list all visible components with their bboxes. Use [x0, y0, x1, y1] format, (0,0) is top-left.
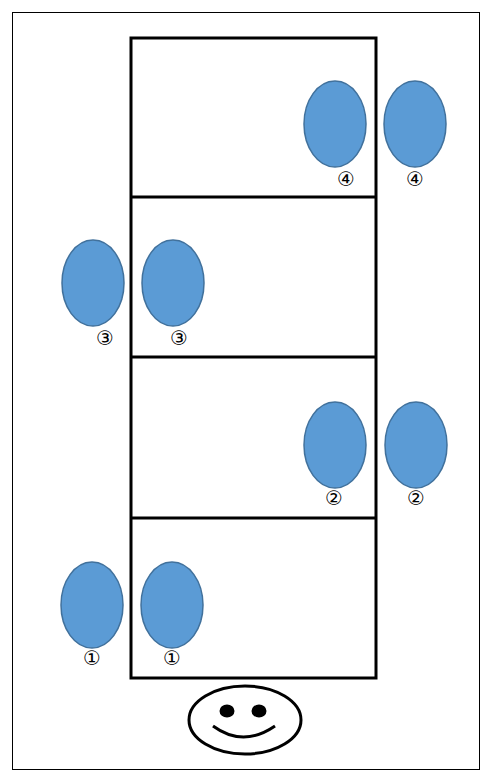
callout-number: ① — [83, 647, 101, 669]
callout-number: ② — [325, 487, 343, 509]
table-outline — [131, 38, 376, 678]
person-ellipse — [142, 240, 204, 326]
person-ellipse — [304, 402, 366, 488]
person-ellipse — [384, 81, 446, 167]
person-ellipse — [62, 240, 124, 326]
smiley-face — [189, 686, 301, 754]
cell-divider — [131, 196, 376, 199]
callout-number: ③ — [170, 327, 188, 349]
cell-divider — [131, 517, 376, 520]
callout-number: ② — [407, 487, 425, 509]
person-ellipse — [385, 402, 447, 488]
callout-number: ③ — [96, 327, 114, 349]
callout-number: ④ — [406, 168, 424, 190]
person-ellipse — [141, 562, 203, 648]
frame — [13, 13, 480, 770]
cell-divider — [131, 356, 376, 359]
person-ellipse — [61, 562, 123, 648]
callout-number: ④ — [337, 168, 355, 190]
person-ellipse — [304, 81, 366, 167]
callout-number: ① — [163, 647, 181, 669]
